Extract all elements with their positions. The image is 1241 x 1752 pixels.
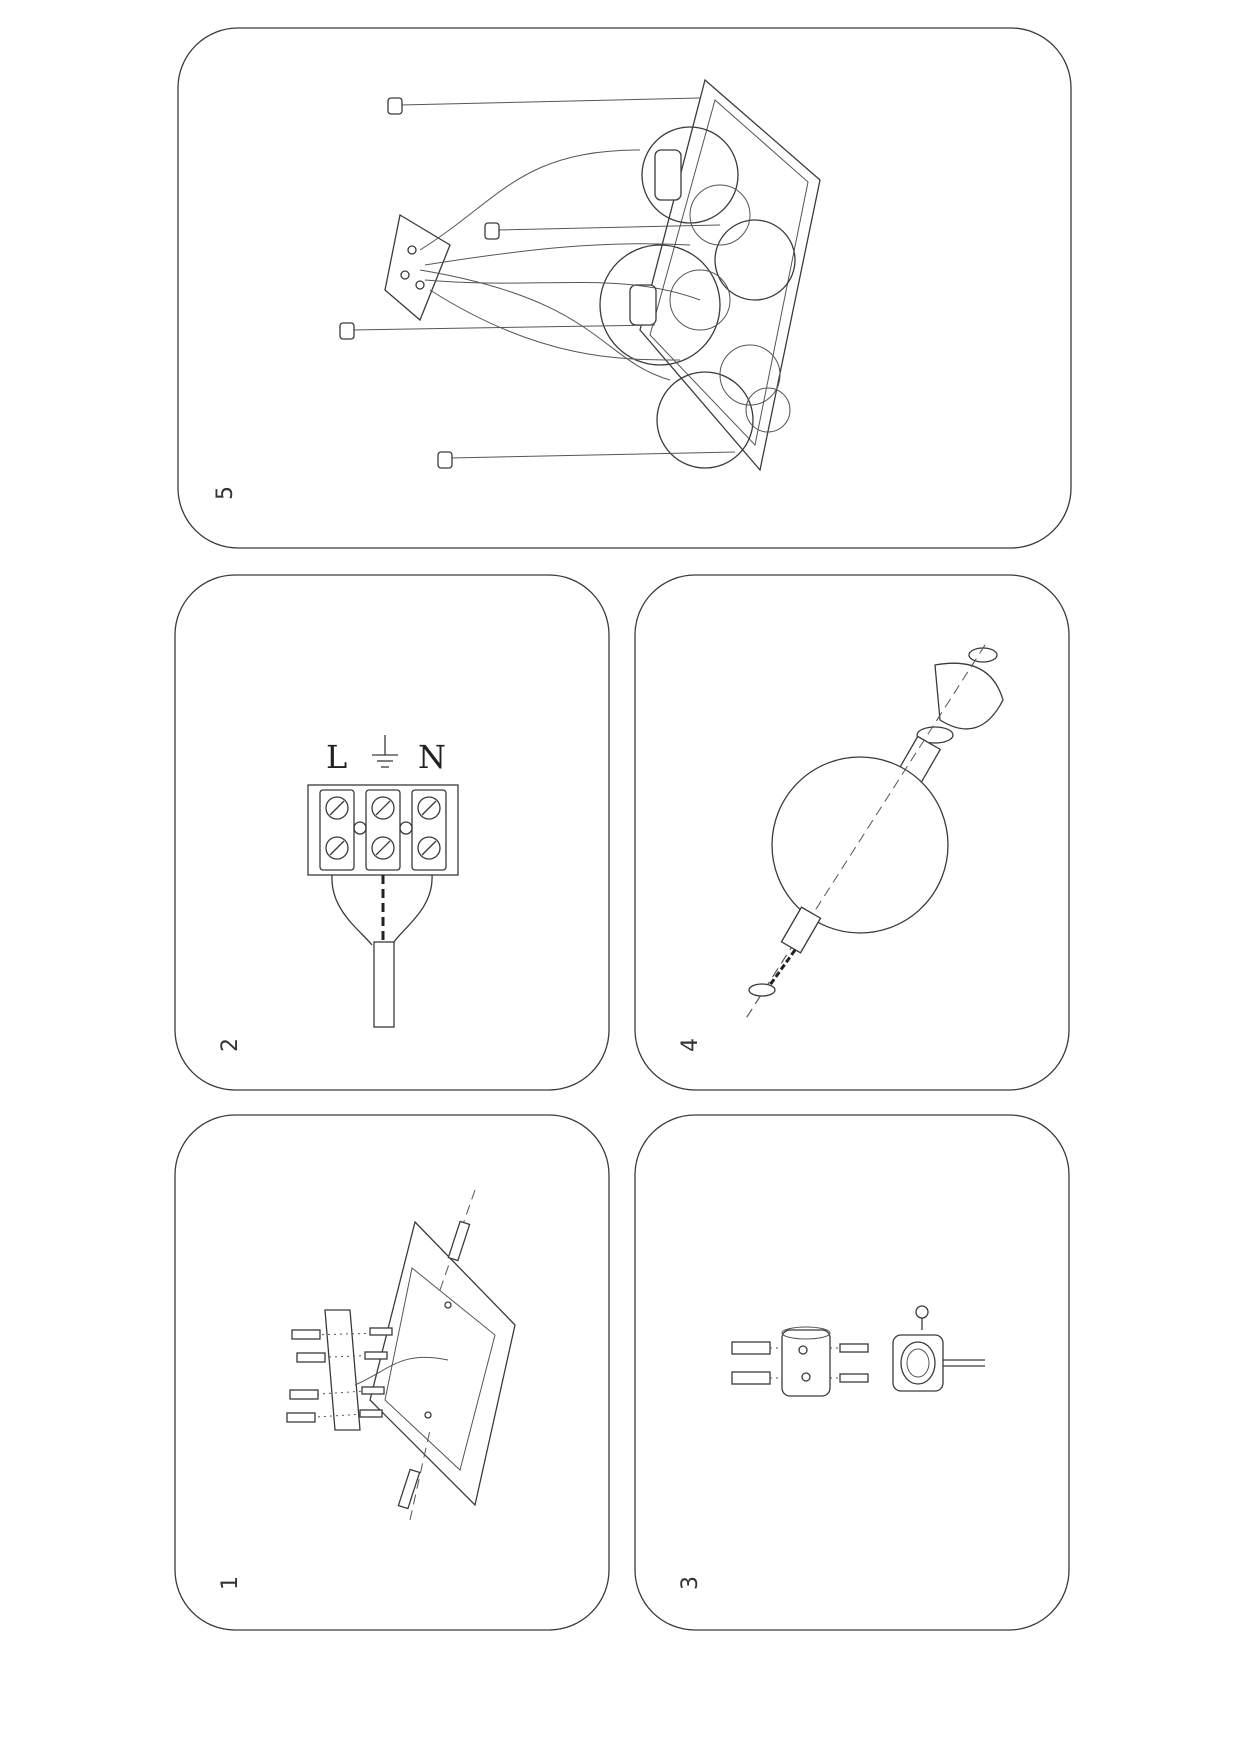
screw-icon: [369, 1327, 393, 1336]
cable-stopper: [387, 97, 403, 115]
terminal-block: [307, 784, 459, 876]
screw-icon: [361, 1386, 385, 1395]
canopy-plate: [384, 213, 451, 322]
ceiling-plate-assembly-drawing: [339, 78, 821, 472]
cable-stopper: [484, 222, 500, 240]
canopy: [369, 1220, 516, 1507]
screw-icon: [839, 1343, 869, 1353]
panel-4: 4: [634, 574, 1070, 1091]
wall-plug-icon: [296, 1352, 326, 1363]
panel-number-2: 2: [218, 1038, 243, 1052]
panel-5: 5: [177, 27, 1072, 549]
neutral-label: N: [418, 738, 446, 776]
cable-gripper-drawing: [731, 1305, 985, 1397]
screw-icon: [397, 1468, 421, 1510]
wall-plug-icon: [286, 1412, 316, 1423]
panel-1: 1: [174, 1114, 610, 1631]
live-label: L: [326, 738, 347, 776]
screw-icon: [447, 1220, 471, 1262]
power-cable: [373, 941, 395, 1028]
glass-globe: [771, 756, 949, 934]
wall-plug-icon: [291, 1329, 321, 1340]
screw-icon: [359, 1409, 383, 1418]
panel-number-3: 3: [678, 1576, 703, 1590]
panel-number-1: 1: [218, 1576, 243, 1590]
mounting-bracket: [324, 1309, 361, 1431]
wall-plug-icon: [731, 1371, 771, 1385]
terminal-block-wiring-diagram: L N: [307, 735, 459, 1028]
earth-symbol: [372, 735, 398, 768]
panel-3: 3: [634, 1114, 1070, 1631]
panel-2: 2 L N: [174, 574, 610, 1091]
lamp-holder: [780, 906, 822, 954]
globe-shade-assembly-drawing: [744, 644, 1004, 1021]
panel-number-5: 5: [213, 486, 238, 500]
panel-number-4: 4: [678, 1038, 703, 1052]
mounting-bracket-drawing: [286, 1189, 516, 1521]
screw-icon: [364, 1351, 388, 1360]
cable-stopper: [339, 322, 355, 340]
wall-plug-icon: [289, 1389, 319, 1400]
screw-icon: [839, 1373, 869, 1383]
wall-plug-icon: [731, 1341, 771, 1355]
bushing: [781, 1329, 831, 1397]
cable-stopper: [437, 451, 453, 469]
key-icon: [915, 1305, 929, 1319]
shade-cup: [934, 662, 1004, 730]
